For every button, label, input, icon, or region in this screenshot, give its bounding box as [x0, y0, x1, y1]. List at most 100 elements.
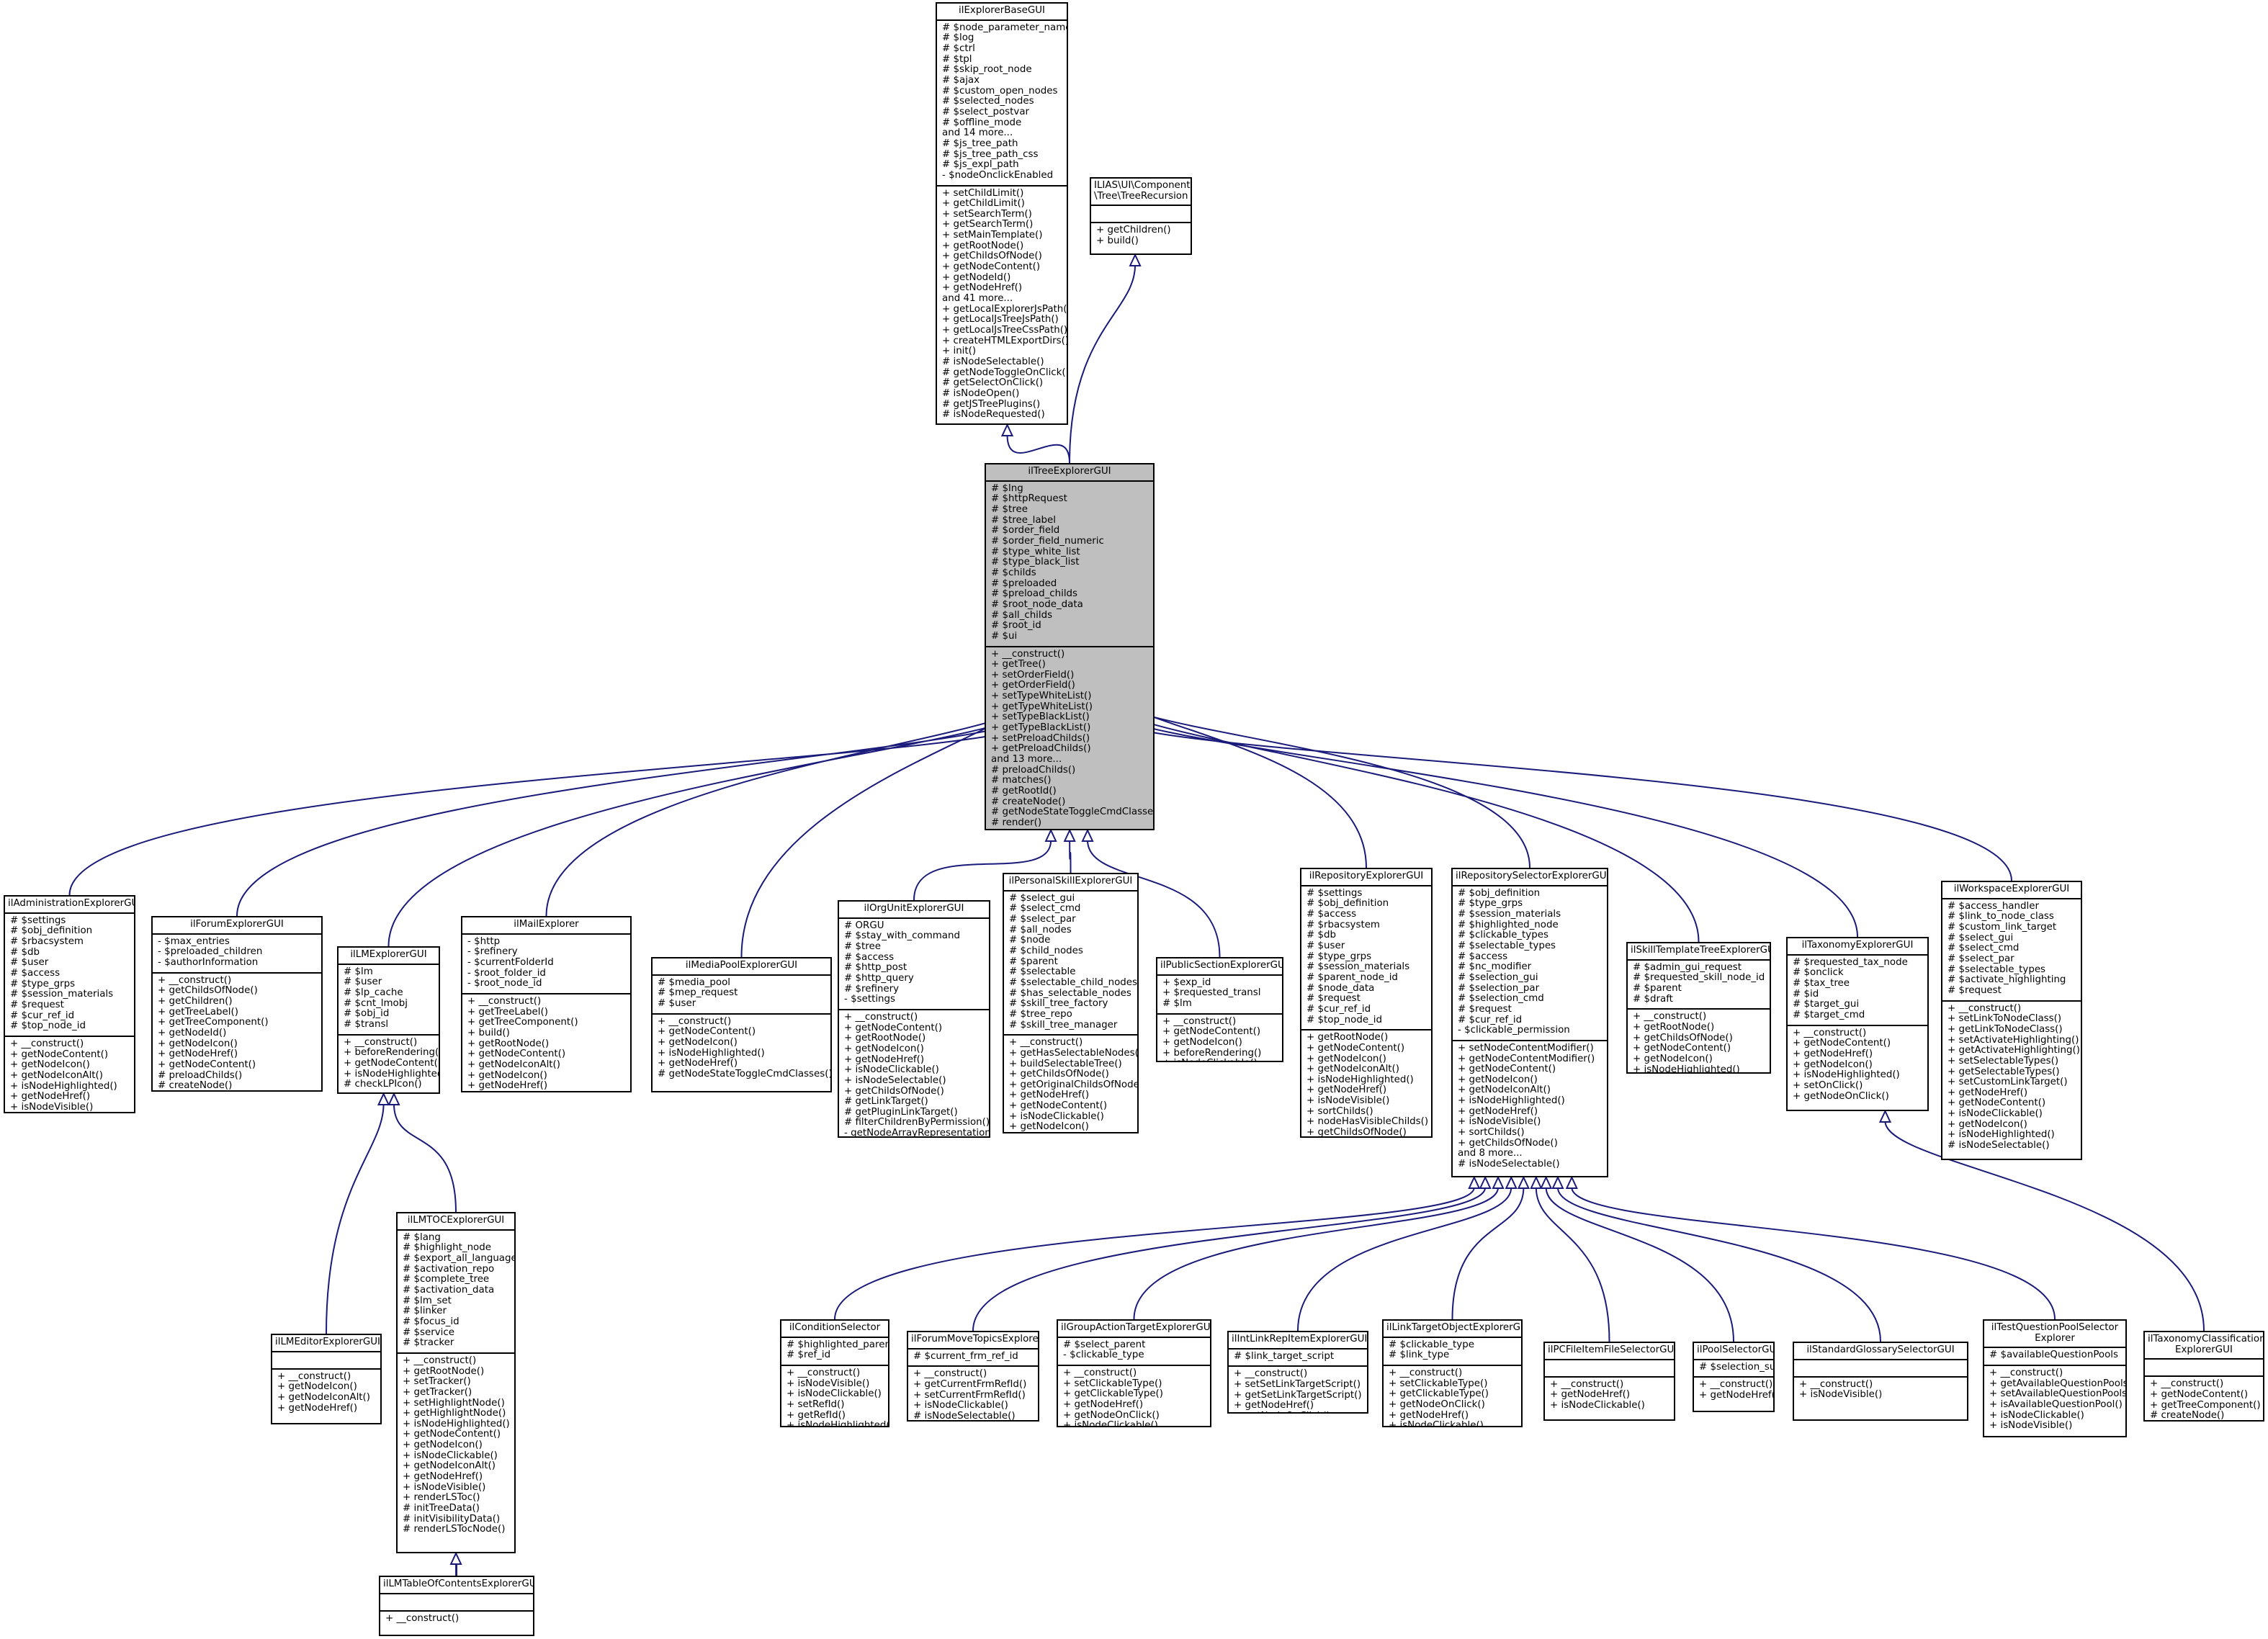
- method: + getNodeHref(): [467, 1080, 548, 1092]
- attribute: # $tax_tree: [1793, 977, 1850, 989]
- attribute: # $onclick: [1793, 967, 1844, 979]
- inheritance-arrowhead: [1551, 1175, 1564, 1189]
- method: + __construct(): [403, 1355, 477, 1366]
- attribute: # $lng: [991, 482, 1023, 494]
- class-box-il-forum-explorer-gui[interactable]: ilForumExplorerGUI- $max_entries- $prelo…: [151, 916, 323, 1092]
- inheritance-line: [834, 1187, 1475, 1320]
- method: # getSelectOnClick(): [942, 377, 1044, 389]
- class-box-il-repository-selector-explorer-gui[interactable]: ilRepositorySelectorExplorerGUI# $obj_de…: [1451, 868, 1608, 1177]
- method: + setSetLinkTargetScript(): [1234, 1378, 1361, 1390]
- method: + __construct(): [467, 995, 542, 1007]
- attribute: # $complete_tree: [403, 1274, 490, 1285]
- class-name: ilGroupActionTargetExplorerGUI: [1058, 1321, 1210, 1338]
- method: + setAvailableQuestionPools(): [1989, 1388, 2127, 1400]
- method: + isNodeVisible(): [1799, 1389, 1883, 1401]
- method: + getCurrentFrmRefId(): [913, 1378, 1027, 1390]
- class-box-il-media-pool-explorer-gui[interactable]: ilMediaPoolExplorerGUI# $media_pool# $me…: [651, 957, 832, 1092]
- class-box-il-skill-template-tree-explorer-gui[interactable]: ilSkillTemplateTreeExplorerGUI# $admin_g…: [1626, 942, 1771, 1074]
- inheritance-arrowhead: [1063, 828, 1076, 842]
- class-box-il-link-target-object-explorer-gui[interactable]: ilLinkTargetObjectExplorerGUI# $clickabl…: [1382, 1319, 1523, 1427]
- class-box-il-mail-explorer[interactable]: ilMailExplorer- $http- $refinery- $curre…: [461, 916, 632, 1092]
- method: + isNodeHighlighted(): [403, 1418, 510, 1429]
- class-name: ilLMEditorExplorerGUI: [272, 1335, 380, 1352]
- attribute: # $refinery: [844, 983, 900, 994]
- method: + setSearchTerm(): [942, 208, 1032, 220]
- inheritance-line: [236, 709, 1045, 917]
- attribute: # $highlighted_node: [1458, 919, 1559, 930]
- class-box-il-personal-skill-explorer-gui[interactable]: ilPersonalSkillExplorerGUI# $select_gui#…: [1003, 873, 1139, 1133]
- method: + getNodeHref(): [1947, 1087, 2028, 1098]
- attribute: # $selection_gui: [1458, 971, 1538, 983]
- method: + getNodeIcon(): [467, 1069, 547, 1081]
- class-box-il-lmtable-of-contents-explorer-gui[interactable]: ilLMTableOfContentsExplorerGUI+ __constr…: [379, 1576, 534, 1636]
- attribute: # $request: [1947, 984, 2002, 996]
- class-box-il-pcfile-item-file-selector-gui[interactable]: ilPCFileItemFileSelectorGUI+ __construct…: [1543, 1342, 1675, 1421]
- class-box-ilias-ui-component-tree-tree-recursion[interactable]: ILIAS\UI\Component \Tree\TreeRecursion+ …: [1090, 177, 1192, 255]
- method: + setClickableType(): [1389, 1378, 1488, 1389]
- method: + setRefId(): [786, 1398, 845, 1410]
- class-box-il-int-link-rep-item-explorer-gui[interactable]: ilIntLinkRepItemExplorerGUI# $link_targe…: [1227, 1331, 1368, 1414]
- attributes-section: # $media_pool# $mep_request# $user: [653, 976, 830, 1015]
- attribute: # $id: [1793, 988, 1819, 1000]
- class-box-il-forum-move-topics-explorer[interactable]: ilForumMoveTopicsExplorer# $current_frm_…: [907, 1331, 1039, 1422]
- class-box-il-taxonomy-explorer-gui[interactable]: ilTaxonomyExplorerGUI# $requested_tax_no…: [1786, 937, 1929, 1111]
- method: + getNodeIconAlt(): [403, 1460, 496, 1472]
- class-box-il-lmtocexplorer-gui[interactable]: ilLMTOCExplorerGUI# $lang# $highlight_no…: [396, 1212, 516, 1553]
- attribute: # $db: [10, 946, 40, 958]
- class-box-il-lmeditor-explorer-gui[interactable]: ilLMEditorExplorerGUI+ __construct()+ ge…: [271, 1334, 382, 1424]
- method: + getNodeHref(): [1389, 1409, 1469, 1421]
- class-box-il-pool-selector-gui[interactable]: ilPoolSelectorGUI# $selection_subcmd+ __…: [1693, 1342, 1775, 1412]
- inheritance-line: [1006, 434, 1070, 464]
- attribute: # $media_pool: [658, 976, 731, 988]
- method: + getNodeIconAlt(): [1458, 1085, 1551, 1096]
- methods-section: + __construct()+ setSetLinkTargetScript(…: [1229, 1367, 1367, 1412]
- method: + getNodeContent(): [1793, 1038, 1891, 1049]
- method: + getRootNode(): [1306, 1032, 1389, 1043]
- method: + __construct(): [158, 974, 232, 986]
- class-box-il-public-section-explorer-gui[interactable]: ilPublicSectionExplorerGUI+ $exp_id+ $re…: [1156, 957, 1283, 1062]
- class-box-il-lmexplorer-gui[interactable]: ilLMExplorerGUI# $lm# $user# $lp_cache# …: [337, 946, 440, 1094]
- attribute: # $access: [844, 951, 895, 963]
- class-box-il-test-question-pool-selector-explorer[interactable]: ilTestQuestionPoolSelector Explorer# $av…: [1983, 1319, 2127, 1437]
- method: # getNodeToggleOnClick(): [942, 367, 1068, 378]
- class-box-il-workspace-explorer-gui[interactable]: ilWorkspaceExplorerGUI# $access_handler#…: [1941, 881, 2082, 1160]
- class-box-il-repository-explorer-gui[interactable]: ilRepositoryExplorerGUI# $settings# $obj…: [1300, 868, 1433, 1138]
- class-box-il-standard-glossary-selector-gui[interactable]: ilStandardGlossarySelectorGUI+ __constru…: [1793, 1342, 1968, 1421]
- attribute: # $highlight_node: [403, 1242, 491, 1254]
- inheritance-line: [1571, 1187, 2056, 1320]
- class-box-il-group-action-target-explorer-gui[interactable]: ilGroupActionTargetExplorerGUI# $select_…: [1057, 1319, 1211, 1427]
- attribute: # $access_handler: [1947, 900, 2039, 912]
- methods-section: + getRootNode()+ getNodeContent()+ getNo…: [1301, 1030, 1431, 1136]
- class-box-il-condition-selector[interactable]: ilConditionSelector# $highlighted_parent…: [780, 1319, 889, 1427]
- method: + getNodeHref(): [1063, 1398, 1144, 1410]
- class-name: ilForumMoveTopicsExplorer: [908, 1332, 1038, 1350]
- inheritance-arrowhead: [1000, 423, 1014, 436]
- class-box-il-taxonomy-classification-explorer-gui[interactable]: ilTaxonomyClassification ExplorerGUI+ __…: [2143, 1331, 2264, 1422]
- method: + getNodeHref(): [1550, 1389, 1631, 1401]
- attribute: # $draft: [1633, 993, 1673, 1005]
- inheritance-line: [1103, 690, 1530, 868]
- attribute: # $settings: [10, 915, 66, 926]
- inheritance-line: [545, 693, 1045, 917]
- method: + isNodeClickable(): [1009, 1110, 1104, 1122]
- method: + getNodeIcon(): [1947, 1118, 2027, 1130]
- attribute: # $tree: [991, 503, 1028, 515]
- attribute: # $selection_subcmd: [1699, 1361, 1773, 1373]
- inheritance-line: [1545, 1187, 1734, 1342]
- method: + getAvailableQuestionPools(): [1989, 1378, 2127, 1389]
- inheritance-line: [326, 1103, 385, 1334]
- attribute: # $obj_definition: [1458, 887, 1541, 899]
- class-box-il-administration-explorer-gui[interactable]: ilAdministrationExplorerGUI# $settings# …: [4, 895, 135, 1113]
- class-box-il-explorer-base-gui[interactable]: ilExplorerBaseGUI# $node_parameter_name#…: [936, 2, 1068, 425]
- method: + isNodeClickable(): [1989, 1409, 2084, 1421]
- inheritance-line: [972, 1187, 1487, 1332]
- method: + getTracker(): [403, 1386, 472, 1398]
- inheritance-arrowhead: [1878, 1109, 1892, 1123]
- method: + __construct(): [2150, 1378, 2224, 1390]
- class-box-il-org-unit-explorer-gui[interactable]: ilOrgUnitExplorerGUI# ORGU# $stay_with_c…: [838, 900, 990, 1138]
- attribute: # $lang: [403, 1231, 441, 1243]
- method: # isNodeSelectable(): [913, 1410, 1016, 1422]
- attribute: # $selected_nodes: [942, 96, 1034, 107]
- class-box-il-tree-explorer-gui[interactable]: ilTreeExplorerGUI# $lng# $httpRequest# $…: [985, 463, 1155, 830]
- method: + setChildLimit(): [942, 187, 1024, 199]
